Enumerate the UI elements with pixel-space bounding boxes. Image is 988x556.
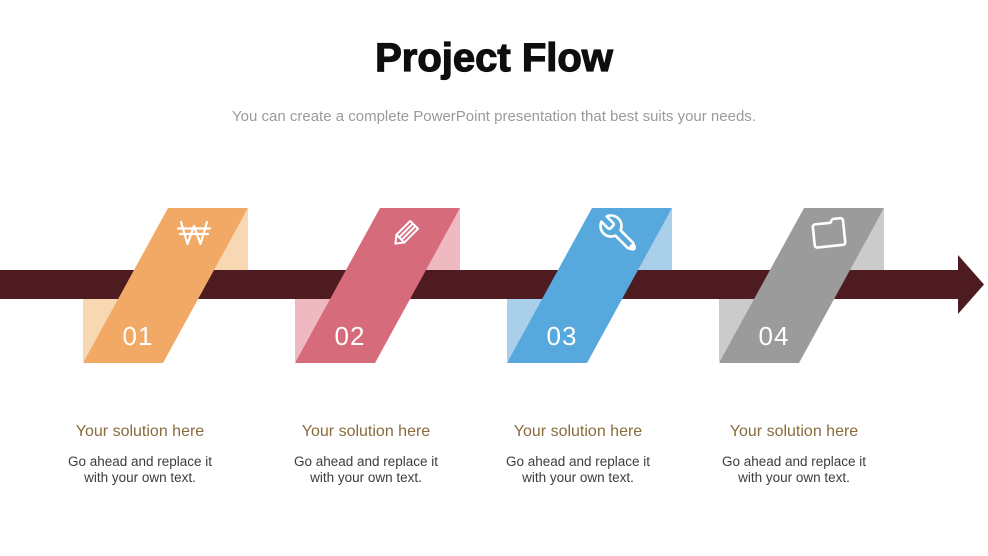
ribbon-band bbox=[295, 208, 460, 363]
slide-subtitle: You can create a complete PowerPoint pre… bbox=[232, 108, 756, 125]
ribbon-band bbox=[83, 208, 248, 363]
timeline-arrow-bar bbox=[0, 270, 958, 299]
timeline-arrow-head bbox=[958, 255, 984, 314]
slide-title: Project Flow bbox=[374, 35, 613, 80]
